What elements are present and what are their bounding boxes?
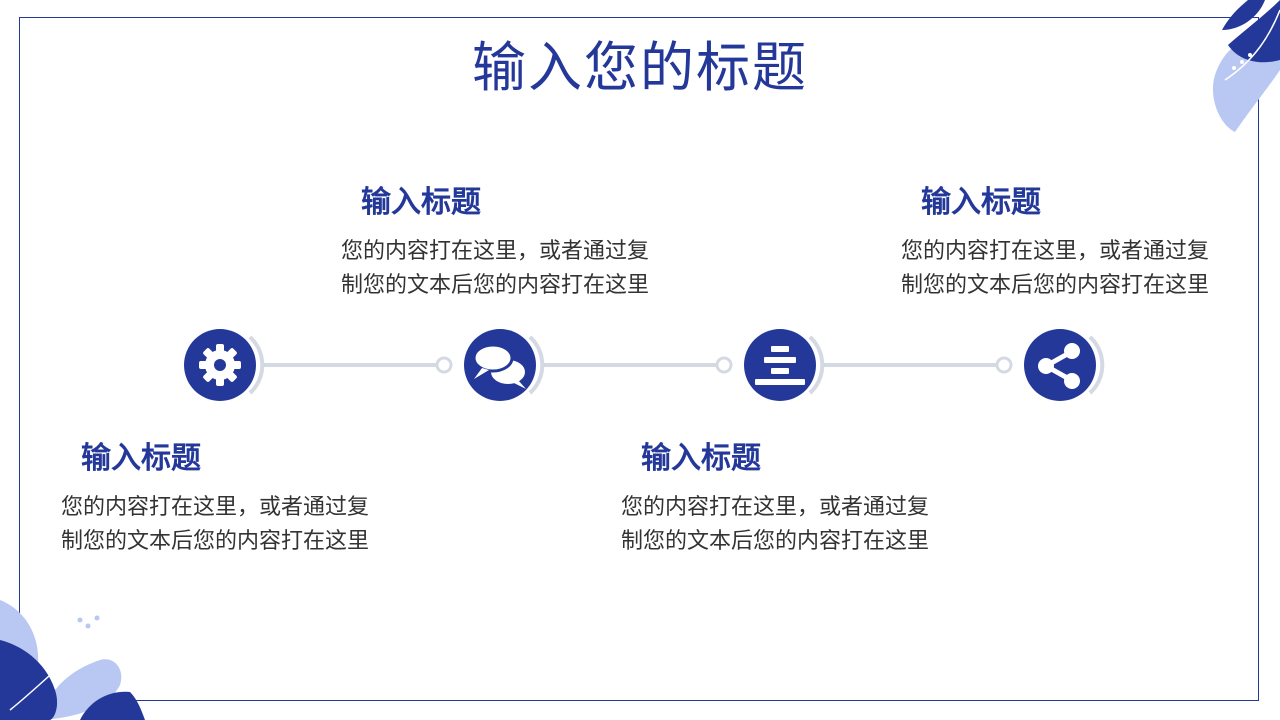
chat-bubbles-icon [472,343,526,389]
flower-decoration-top-right [1212,0,1280,132]
stacked-bars-icon [755,346,805,385]
step-1-node [184,329,265,401]
step-2-description: 您的内容打在这里，或者通过复制您的文本后您的内容打在这里 [341,239,650,298]
step-1-text-block: 输入标题 您的内容打在这里，或者通过复制您的文本后您的内容打在这里 [61,441,381,559]
slide-frame [19,17,1259,701]
flower-decoration-bottom-left [0,600,145,720]
step-4-text-block: 输入标题 您的内容打在这里，或者通过复制您的文本后您的内容打在这里 [901,185,1221,303]
step-4-node [1024,329,1105,401]
step-1-heading: 输入标题 [81,441,201,476]
step-2-text-block: 输入标题 您的内容打在这里，或者通过复制您的文本后您的内容打在这里 [341,185,661,303]
step-3-description: 您的内容打在这里，或者通过复制您的文本后您的内容打在这里 [621,495,930,554]
step-2-node [464,329,545,401]
step-1-description: 您的内容打在这里，或者通过复制您的文本后您的内容打在这里 [61,495,370,554]
gear-icon [199,344,241,386]
share-icon [1038,343,1080,389]
step-3-heading: 输入标题 [641,441,761,476]
timeline-connectors [262,356,1013,374]
slide-title: 输入您的标题 [472,36,808,99]
step-3-text-block: 输入标题 您的内容打在这里，或者通过复制您的文本后您的内容打在这里 [621,441,941,559]
step-3-node [744,329,825,401]
step-4-heading: 输入标题 [921,185,1041,220]
step-4-description: 您的内容打在这里，或者通过复制您的文本后您的内容打在这里 [901,239,1210,298]
step-2-heading: 输入标题 [361,185,481,220]
